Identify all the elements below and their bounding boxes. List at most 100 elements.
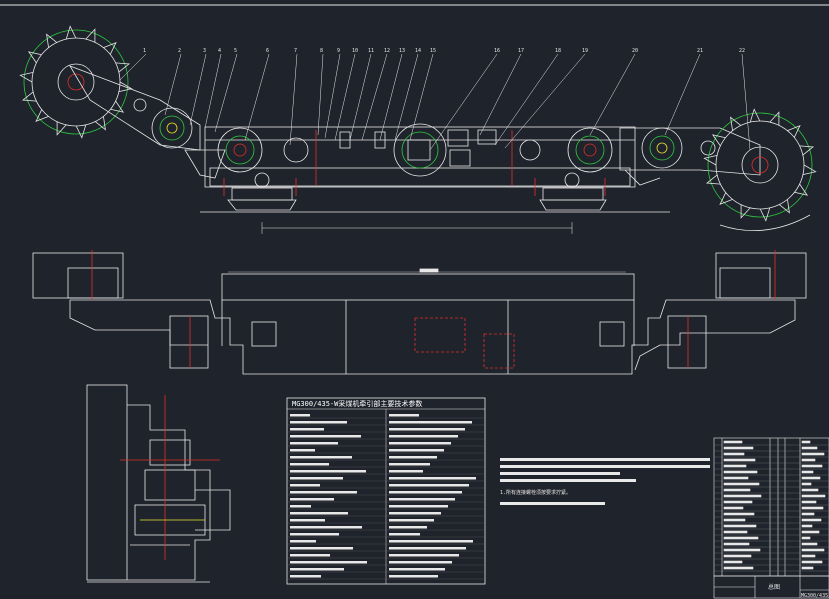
cutter-pick: [56, 121, 67, 136]
callout-leader: [429, 53, 498, 151]
cutter-pick: [95, 116, 106, 131]
callout-number: 16: [494, 48, 500, 54]
section-view: [86, 384, 231, 583]
part-name: [723, 440, 743, 444]
drawing-name: 总图: [768, 583, 780, 591]
param-label: [290, 449, 315, 452]
cutter-pick: [27, 51, 42, 64]
left-ranging-arm: [69, 65, 226, 179]
callout-leader: [349, 53, 372, 141]
callout-number: 22: [739, 48, 745, 54]
part-note: [801, 476, 821, 480]
drawing-code: MG300/435: [801, 593, 828, 599]
callout-leader: [394, 53, 419, 141]
part-note: [801, 506, 824, 510]
cutter-pick: [110, 100, 125, 113]
param-value: [389, 498, 455, 501]
callout-leader: [214, 53, 238, 133]
part-note: [801, 530, 820, 534]
callout-leader: [119, 53, 147, 81]
callout-leader: [334, 53, 356, 141]
part-note: [801, 494, 826, 498]
part-note: [801, 542, 818, 546]
param-label: [290, 547, 353, 550]
part-note: [801, 554, 816, 558]
callout-leader: [317, 53, 324, 136]
param-label: [290, 442, 338, 445]
callout-leader: [204, 53, 222, 129]
cutter-pick: [115, 62, 131, 73]
part-note: [801, 482, 812, 486]
callout-number: 13: [399, 48, 405, 54]
param-value: [389, 442, 451, 445]
note-line-1: 1.所有连接螺栓须按要求拧紧。: [500, 489, 571, 496]
param-label: [290, 477, 343, 480]
callout-number: 4: [218, 48, 221, 54]
cutter-pick: [787, 124, 801, 138]
cutter-pick: [779, 199, 790, 214]
cutter-pick: [103, 41, 117, 55]
part-note: [801, 452, 825, 456]
callout-leader: [189, 53, 207, 126]
callout-number: 2: [178, 48, 181, 54]
cutter-pick: [711, 134, 726, 147]
part-note: [801, 548, 825, 552]
part-note: [801, 566, 814, 570]
callout-number: 20: [632, 48, 638, 54]
param-value: [389, 547, 466, 550]
part-note: [801, 458, 816, 462]
cutter-pick: [19, 72, 34, 83]
param-table-title: MG300/435-W采煤机牵引部主要技术参数: [292, 399, 422, 408]
title-block: [713, 575, 829, 599]
param-label: [290, 491, 357, 494]
param-value: [389, 526, 427, 529]
cutter-pick: [118, 81, 133, 92]
machine-body: [200, 123, 670, 234]
cutter-pick: [703, 155, 718, 166]
param-label: [290, 428, 324, 431]
callout-leader: [494, 53, 559, 146]
callout-number: 7: [294, 48, 297, 54]
part-note: [801, 440, 811, 444]
param-value: [389, 512, 441, 515]
cutter-pick: [749, 108, 761, 123]
param-label: [290, 498, 334, 501]
callout-number: 5: [234, 48, 237, 54]
part-note: [801, 524, 813, 528]
param-value: [389, 456, 437, 459]
param-label: [290, 505, 311, 508]
part-name: [723, 476, 749, 480]
param-value: [389, 491, 462, 494]
param-label: [290, 470, 366, 473]
param-value: [389, 449, 444, 452]
callout-number: 10: [352, 48, 358, 54]
part-note: [801, 512, 815, 516]
callout-number: 21: [697, 48, 703, 54]
param-value: [389, 575, 438, 578]
part-name: [723, 452, 745, 456]
param-value: [389, 561, 452, 564]
param-label: [290, 526, 362, 529]
callout-leader: [504, 53, 586, 149]
param-value: [389, 519, 434, 522]
part-note: [801, 500, 817, 504]
param-label: [290, 533, 339, 536]
param-value: [389, 435, 458, 438]
part-name: [723, 524, 757, 528]
param-label: [290, 540, 316, 543]
callout-leader: [664, 53, 701, 136]
technical-notes: [500, 458, 710, 505]
part-name: [723, 560, 743, 564]
param-value: [389, 477, 476, 480]
callout-leader: [379, 53, 403, 141]
callout-number: 1: [143, 48, 146, 54]
param-value: [389, 421, 472, 424]
cutter-pick: [740, 204, 751, 219]
callout-leader: [244, 53, 270, 141]
part-note: [801, 560, 823, 564]
param-label: [290, 435, 361, 438]
param-value: [389, 484, 469, 487]
cutter-pick: [46, 33, 57, 48]
